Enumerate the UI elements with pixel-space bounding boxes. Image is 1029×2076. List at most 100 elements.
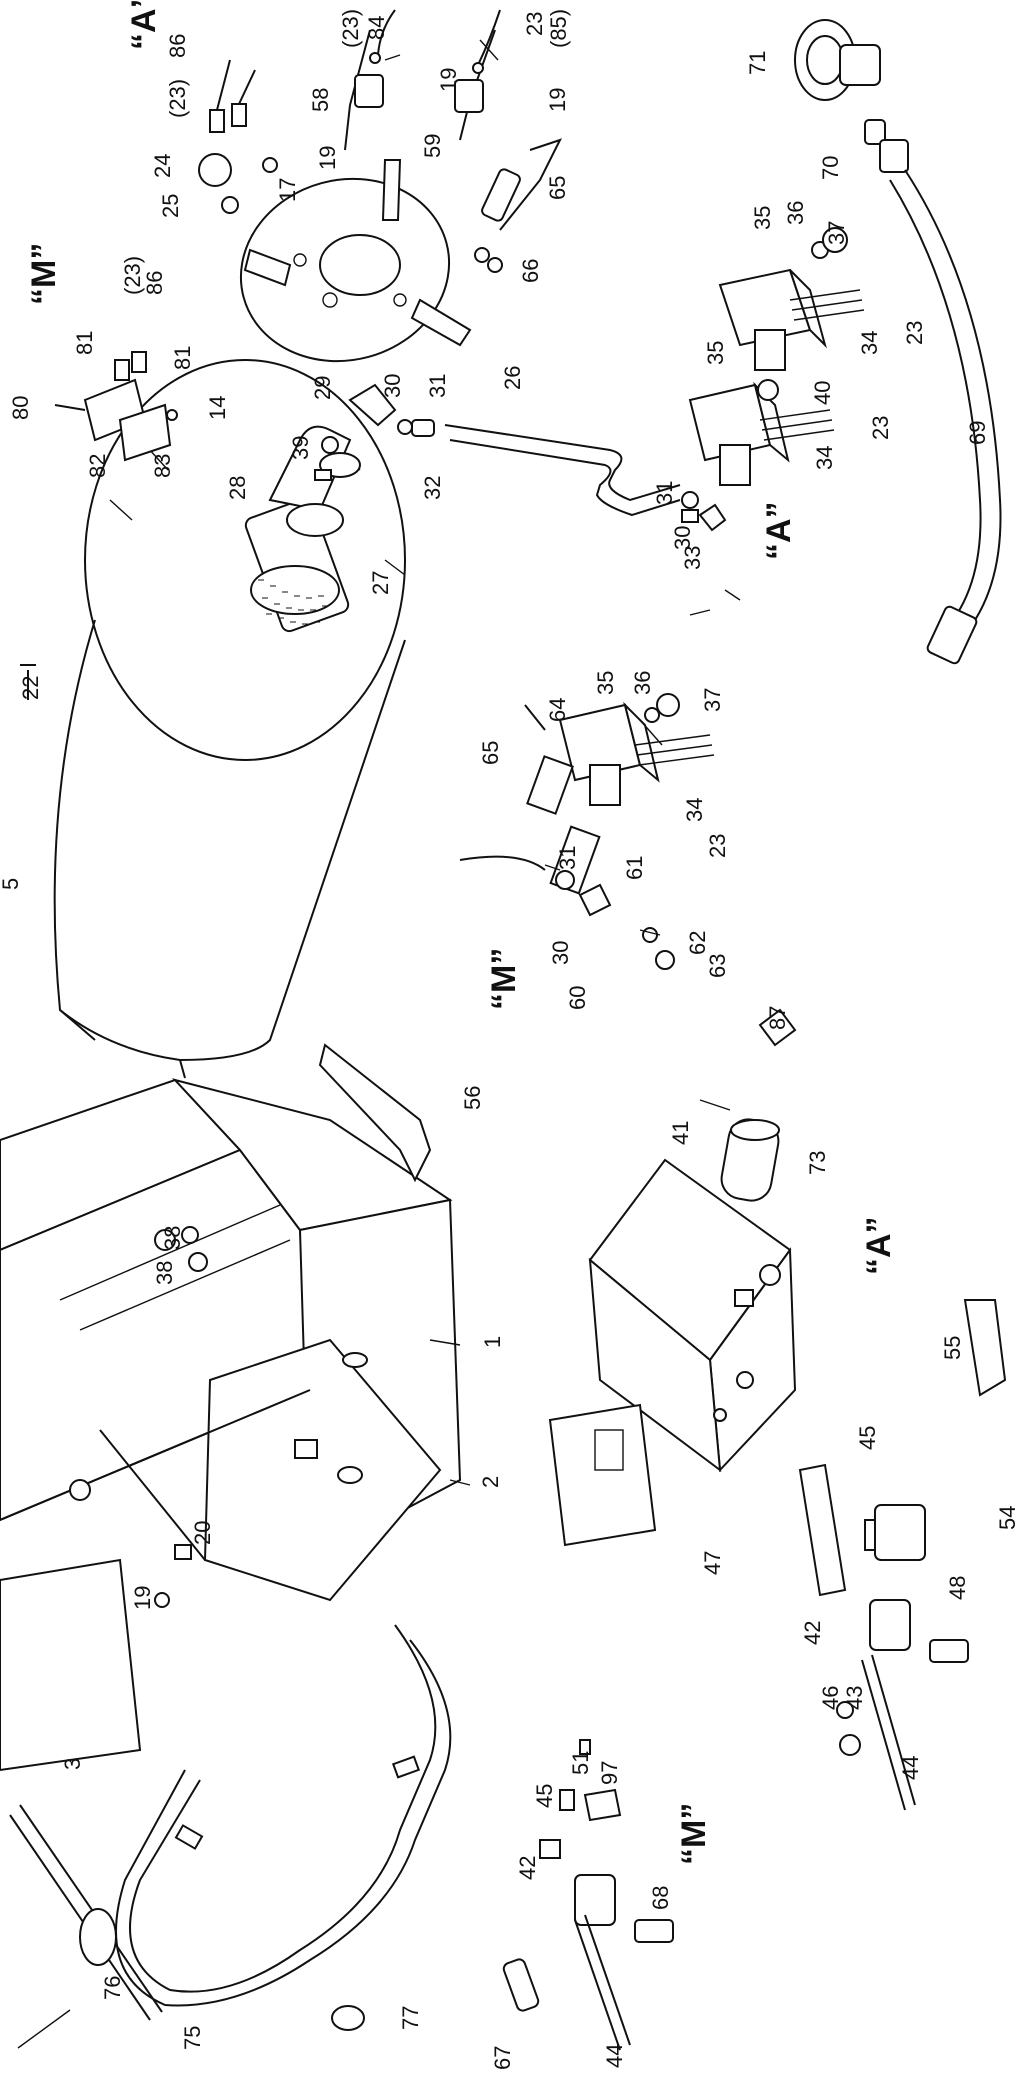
label-47: 47 bbox=[700, 1551, 725, 1575]
gas-pipe bbox=[314, 383, 727, 532]
label-42-b: 42 bbox=[515, 1856, 540, 1880]
terminals-top bbox=[209, 59, 256, 133]
label-34-c: 34 bbox=[682, 798, 707, 822]
label-3: 3 bbox=[60, 1758, 85, 1770]
label-35-b: 35 bbox=[703, 341, 728, 365]
label-76: 76 bbox=[100, 1976, 125, 2000]
label-44-b: 44 bbox=[602, 2044, 627, 2068]
label-58: 58 bbox=[308, 88, 333, 112]
label-56: 56 bbox=[460, 1086, 485, 1110]
label-43: 43 bbox=[842, 1686, 867, 1710]
bracket-56 bbox=[318, 1043, 432, 1183]
label-80: 80 bbox=[8, 396, 33, 420]
label-82: 82 bbox=[85, 454, 110, 478]
label-73: 73 bbox=[805, 1151, 830, 1175]
label-97: 97 bbox=[597, 1761, 622, 1785]
label-59: 59 bbox=[420, 134, 445, 158]
label-2: 2 bbox=[478, 1476, 503, 1488]
label-61: 61 bbox=[622, 856, 647, 880]
label-31-b: 31 bbox=[652, 481, 677, 505]
spacer-77 bbox=[331, 2005, 365, 2031]
label-35-a: 35 bbox=[750, 206, 775, 230]
section-m-top: “M” bbox=[25, 243, 63, 305]
label-81-a: 81 bbox=[72, 331, 97, 355]
section-a-top: “A” bbox=[125, 0, 163, 50]
label-70: 70 bbox=[818, 156, 843, 180]
valve-assembly-m bbox=[459, 693, 715, 970]
label-25: 25 bbox=[158, 194, 183, 218]
label-81-b: 81 bbox=[170, 346, 195, 370]
limit-switch-group bbox=[54, 351, 178, 462]
label-38-a: 38 bbox=[160, 1226, 185, 1250]
label-67: 67 bbox=[490, 2046, 515, 2070]
frame-tube bbox=[9, 1624, 452, 2021]
label-38-b: 38 bbox=[152, 1261, 177, 1285]
label-19-a: 19 bbox=[436, 68, 461, 92]
thermocouple bbox=[474, 138, 562, 273]
label-23p-b: (23) bbox=[165, 79, 190, 118]
section-markers: “A” “M” “A” “M” “A” “M” bbox=[25, 0, 898, 1865]
valve-assembly-a-top bbox=[718, 227, 865, 371]
thermostat-switch bbox=[198, 153, 278, 214]
label-62: 62 bbox=[685, 931, 710, 955]
label-64: 64 bbox=[545, 698, 570, 722]
label-24: 24 bbox=[150, 154, 175, 178]
controls-m bbox=[502, 1739, 674, 2051]
label-20: 20 bbox=[190, 1521, 215, 1545]
label-36-a: 36 bbox=[783, 201, 808, 225]
label-54: 54 bbox=[995, 1506, 1020, 1530]
label-5: 5 bbox=[0, 878, 23, 890]
label-23-a: 23 bbox=[522, 12, 547, 36]
label-19-c: 19 bbox=[315, 146, 340, 170]
part-drawings bbox=[0, 9, 1007, 2051]
capacitor-73 bbox=[720, 1118, 780, 1202]
label-66: 66 bbox=[518, 259, 543, 283]
label-86-b: 86 bbox=[142, 271, 167, 295]
label-44-a: 44 bbox=[898, 1756, 923, 1780]
label-40: 40 bbox=[810, 381, 835, 405]
label-30-c: 30 bbox=[548, 941, 573, 965]
label-33: 33 bbox=[680, 546, 705, 570]
label-55: 55 bbox=[940, 1336, 965, 1360]
label-41: 41 bbox=[668, 1121, 693, 1145]
section-a-mid: “A” bbox=[760, 501, 798, 560]
control-box-a bbox=[588, 1158, 797, 1473]
section-m-bottom: “M” bbox=[675, 1803, 713, 1865]
label-71: 71 bbox=[745, 51, 770, 75]
label-31-c: 31 bbox=[555, 846, 580, 870]
label-29: 29 bbox=[310, 376, 335, 400]
label-35-c: 35 bbox=[593, 671, 618, 695]
label-36-b: 36 bbox=[630, 671, 655, 695]
burner-plate bbox=[239, 159, 472, 363]
label-39: 39 bbox=[288, 436, 313, 460]
label-23p-c: (23) bbox=[120, 256, 145, 295]
label-83: 83 bbox=[150, 454, 175, 478]
label-45-b: 45 bbox=[532, 1784, 557, 1808]
label-37-b: 37 bbox=[700, 688, 725, 712]
label-28: 28 bbox=[225, 476, 250, 500]
part-labels: (23) 84 23 (85) (23) 86 58 19 19 19 59 2… bbox=[0, 9, 1020, 2070]
label-23-b: 23 bbox=[902, 321, 927, 345]
label-48: 48 bbox=[945, 1576, 970, 1600]
knob-76 bbox=[79, 1908, 117, 1966]
label-22: 22 bbox=[18, 676, 43, 700]
main-housing bbox=[0, 1078, 462, 1772]
label-19-b: 19 bbox=[545, 88, 570, 112]
clip-87 bbox=[758, 1008, 797, 1047]
label-26: 26 bbox=[500, 366, 525, 390]
label-63: 63 bbox=[705, 954, 730, 978]
label-34-b: 34 bbox=[812, 446, 837, 470]
screw-22 bbox=[20, 664, 36, 700]
label-84: 84 bbox=[364, 16, 389, 40]
label-37-a: 37 bbox=[824, 221, 849, 245]
label-30-a: 30 bbox=[380, 374, 405, 398]
label-75: 75 bbox=[180, 2026, 205, 2050]
label-65-b: 65 bbox=[478, 741, 503, 765]
label-60: 60 bbox=[565, 986, 590, 1010]
leader-lines bbox=[17, 39, 741, 2049]
label-46: 46 bbox=[818, 1686, 843, 1710]
label-34-a: 34 bbox=[857, 331, 882, 355]
label-19-d: 19 bbox=[130, 1586, 155, 1610]
label-85p: (85) bbox=[546, 9, 571, 48]
